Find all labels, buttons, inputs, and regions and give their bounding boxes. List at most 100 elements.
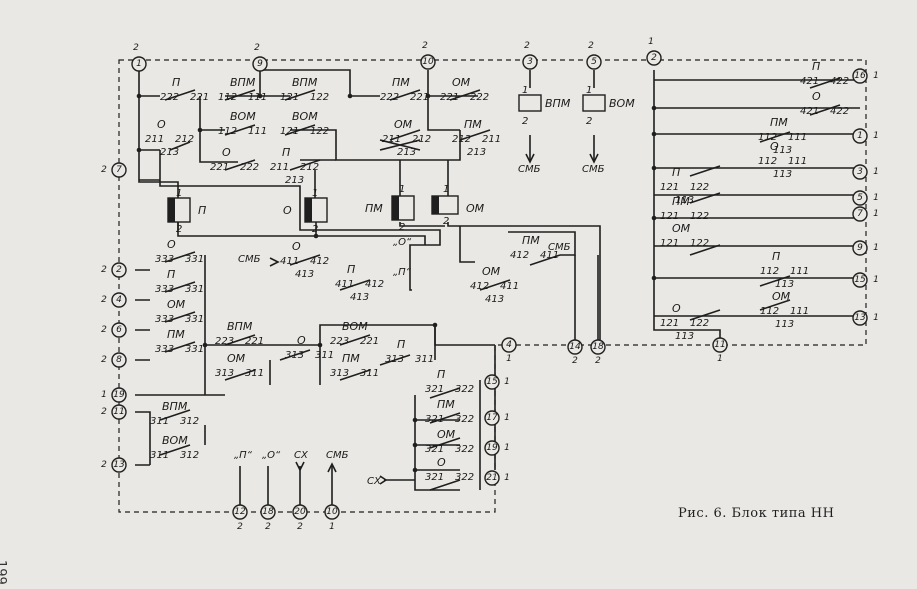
svg-text:4: 4 [116, 295, 122, 305]
svg-text:ОМ: ОМ [452, 76, 471, 89]
svg-text:2: 2 [101, 165, 107, 175]
svg-text:ПМ: ПМ [392, 76, 410, 89]
svg-text:221: 221 [190, 92, 209, 103]
svg-text:113: 113 [675, 195, 694, 206]
svg-text:122: 122 [690, 182, 709, 193]
figure-caption: Рис. 6. Блок типа НН [678, 506, 835, 521]
svg-text:1: 1 [504, 473, 510, 483]
svg-text:1: 1 [329, 522, 335, 532]
svg-text:ВПМ: ВПМ [162, 400, 188, 413]
svg-text:ПМ: ПМ [464, 118, 482, 131]
svg-text:15: 15 [486, 377, 498, 387]
svg-text:1: 1 [176, 188, 182, 199]
svg-text:1: 1 [443, 184, 449, 195]
relay-label-pm: ПМ [365, 202, 383, 215]
svg-text:111: 111 [790, 306, 809, 317]
svg-text:421: 421 [800, 106, 819, 117]
svg-text:13: 13 [113, 460, 125, 470]
svg-text:212: 212 [175, 134, 194, 145]
bottom-pin-label: „О“ [262, 450, 281, 461]
bottom-pin-18: 182 [260, 504, 276, 532]
svg-text:1: 1 [101, 390, 107, 400]
smb-label-2: СМБ [582, 164, 605, 175]
svg-text:18: 18 [592, 342, 604, 352]
svg-text:ПМ: ПМ [437, 398, 455, 411]
svg-text:333: 333 [155, 254, 174, 265]
top-pin-2: 21 [646, 37, 662, 66]
svg-text:9: 9 [857, 243, 863, 253]
arrows [269, 153, 599, 485]
svg-text:П: П [772, 250, 780, 263]
svg-text:ПМ: ПМ [672, 195, 690, 208]
svg-text:121: 121 [660, 182, 679, 193]
svg-text:333: 333 [155, 314, 174, 325]
svg-text:9: 9 [257, 59, 263, 69]
svg-text:ВПМ: ВПМ [227, 320, 253, 333]
svg-text:19: 19 [486, 443, 498, 453]
svg-text:112: 112 [760, 266, 779, 277]
svg-text:15: 15 [854, 275, 866, 285]
svg-text:223: 223 [330, 336, 349, 347]
svg-text:111: 111 [790, 266, 809, 277]
svg-text:П: П [172, 76, 180, 89]
svg-text:322: 322 [455, 444, 474, 455]
svg-text:112: 112 [758, 132, 777, 143]
svg-text:113: 113 [675, 331, 694, 342]
svg-text:1: 1 [506, 354, 512, 364]
left-pin-19: 19 1 [101, 387, 127, 403]
svg-text:113: 113 [773, 169, 792, 180]
svg-text:222: 222 [380, 92, 399, 103]
svg-text:313: 313 [385, 354, 404, 365]
svg-text:412: 412 [510, 250, 529, 261]
svg-text:П: П [437, 368, 445, 381]
enclosure-outline [118, 59, 867, 513]
svg-text:ПМ: ПМ [522, 234, 540, 247]
svg-text:5: 5 [591, 57, 597, 67]
svg-text:О: О [292, 240, 301, 253]
svg-text:19: 19 [113, 390, 125, 400]
svg-text:1: 1 [312, 188, 318, 199]
left-pin-11: 112 [101, 404, 127, 420]
svg-text:2: 2 [116, 265, 122, 275]
svg-text:411: 411 [540, 250, 559, 261]
svg-text:211: 211 [145, 134, 164, 145]
svg-text:2: 2 [101, 265, 107, 275]
svg-text:113: 113 [775, 319, 794, 330]
svg-text:2: 2 [101, 460, 107, 470]
smb-label-4: СМБ [548, 242, 571, 253]
svg-text:О: О [222, 146, 231, 159]
svg-text:113: 113 [775, 279, 794, 290]
svg-text:331: 331 [185, 314, 204, 325]
left-pin-7: 72 [101, 162, 127, 178]
svg-text:321: 321 [425, 444, 444, 455]
svg-text:321: 321 [425, 384, 444, 395]
top-pin-5: 52 [586, 41, 602, 70]
svg-text:113: 113 [773, 145, 792, 156]
svg-text:333: 333 [155, 344, 174, 355]
relay-label-o: О [283, 204, 292, 217]
bottom-pin-label: СХ [294, 450, 309, 461]
svg-text:2: 2 [101, 355, 107, 365]
svg-text:421: 421 [800, 76, 819, 87]
svg-text:ПМ: ПМ [342, 352, 360, 365]
svg-text:121: 121 [280, 92, 299, 103]
svg-text:П: П [812, 60, 820, 73]
